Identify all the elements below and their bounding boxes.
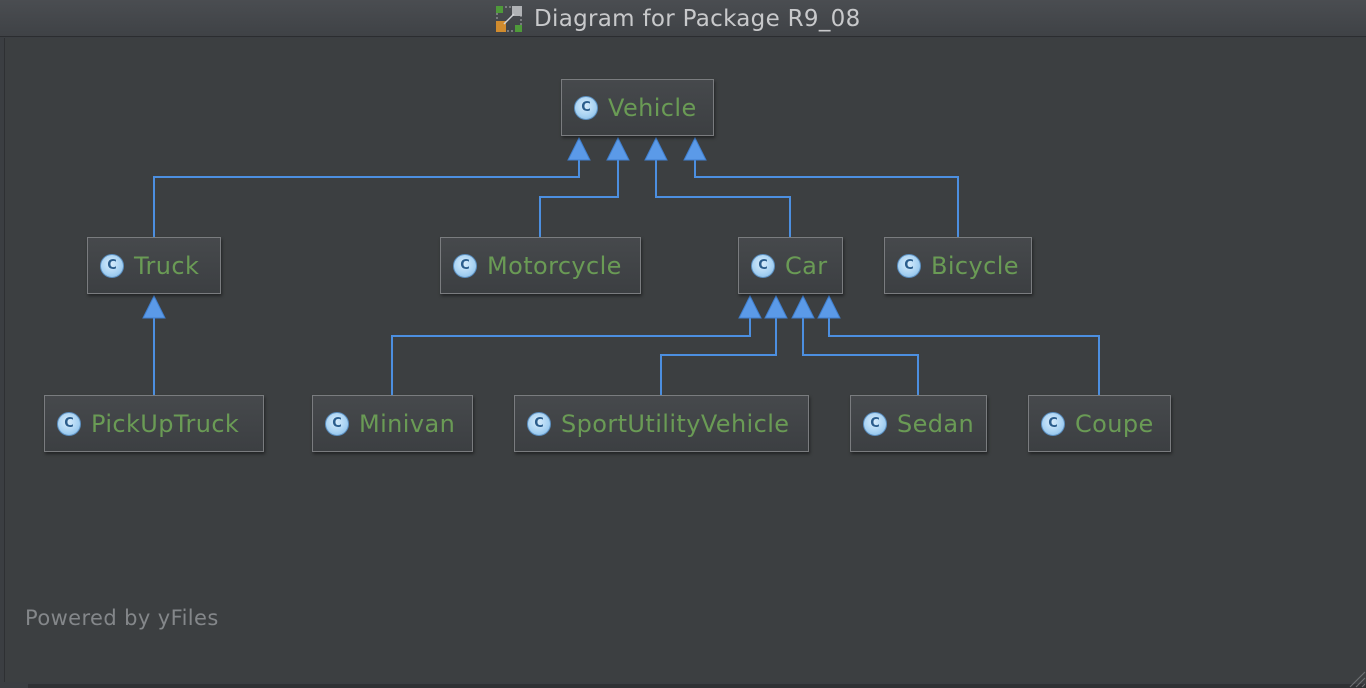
class-name: Car bbox=[785, 251, 828, 280]
class-name: Sedan bbox=[897, 409, 975, 438]
class-name: Minivan bbox=[359, 409, 456, 438]
resize-grip-icon[interactable] bbox=[1344, 666, 1366, 688]
arrowhead-icon bbox=[683, 136, 707, 161]
class-node-bicycle[interactable]: C Bicycle bbox=[884, 237, 1032, 294]
class-node-pickuptruck[interactable]: C PickUpTruck bbox=[44, 395, 264, 452]
arrowhead-icon bbox=[738, 294, 762, 319]
powered-by-label: Powered by yFiles bbox=[25, 606, 219, 630]
edge-suv-car bbox=[660, 318, 777, 396]
class-icon: C bbox=[863, 411, 887, 436]
edge-bicycle-vehicle bbox=[694, 160, 959, 238]
class-name: Motorcycle bbox=[487, 251, 622, 280]
class-icon: C bbox=[325, 411, 349, 436]
class-node-vehicle[interactable]: C Vehicle bbox=[561, 79, 714, 136]
class-node-minivan[interactable]: C Minivan bbox=[312, 395, 473, 452]
title-group: Diagram for Package R9_08 bbox=[496, 0, 861, 37]
class-name: Truck bbox=[134, 251, 200, 280]
edge-car-vehicle bbox=[655, 160, 791, 238]
class-icon: C bbox=[527, 411, 551, 436]
class-name: Vehicle bbox=[608, 93, 697, 122]
class-icon: C bbox=[100, 253, 124, 278]
arrowhead-icon bbox=[791, 294, 815, 319]
arrowhead-icon bbox=[142, 294, 166, 319]
arrowhead-icon bbox=[606, 136, 630, 161]
class-name: Coupe bbox=[1075, 409, 1154, 438]
arrowhead-icon bbox=[567, 136, 591, 161]
arrowhead-icon bbox=[764, 294, 788, 319]
edge-coupe-car bbox=[828, 318, 1100, 396]
class-icon: C bbox=[751, 253, 775, 278]
class-icon: C bbox=[1041, 411, 1065, 436]
class-name: Bicycle bbox=[931, 251, 1019, 280]
arrowhead-icon bbox=[644, 136, 668, 161]
edge-sedan-car bbox=[802, 318, 919, 396]
class-node-sportutilityvehicle[interactable]: C SportUtilityVehicle bbox=[514, 395, 809, 452]
class-node-car[interactable]: C Car bbox=[738, 237, 843, 294]
window-title: Diagram for Package R9_08 bbox=[534, 5, 861, 32]
edge-motorcycle-vehicle bbox=[539, 160, 619, 238]
title-bar[interactable]: Diagram for Package R9_08 bbox=[0, 0, 1366, 37]
class-node-truck[interactable]: C Truck bbox=[87, 237, 221, 294]
class-icon: C bbox=[897, 253, 921, 278]
class-node-sedan[interactable]: C Sedan bbox=[850, 395, 987, 452]
class-name: PickUpTruck bbox=[91, 409, 240, 438]
class-icon: C bbox=[574, 95, 598, 120]
class-icon: C bbox=[453, 253, 477, 278]
class-node-coupe[interactable]: C Coupe bbox=[1028, 395, 1171, 452]
edge-truck-vehicle bbox=[153, 160, 580, 238]
edge-minivan-car bbox=[391, 318, 751, 396]
class-node-motorcycle[interactable]: C Motorcycle bbox=[440, 237, 641, 294]
class-name: SportUtilityVehicle bbox=[561, 409, 790, 438]
bottom-border bbox=[28, 684, 1366, 688]
diagram-icon bbox=[496, 5, 522, 32]
arrowhead-icon bbox=[817, 294, 841, 319]
class-icon: C bbox=[57, 411, 81, 436]
diagram-canvas[interactable] bbox=[4, 38, 1366, 682]
